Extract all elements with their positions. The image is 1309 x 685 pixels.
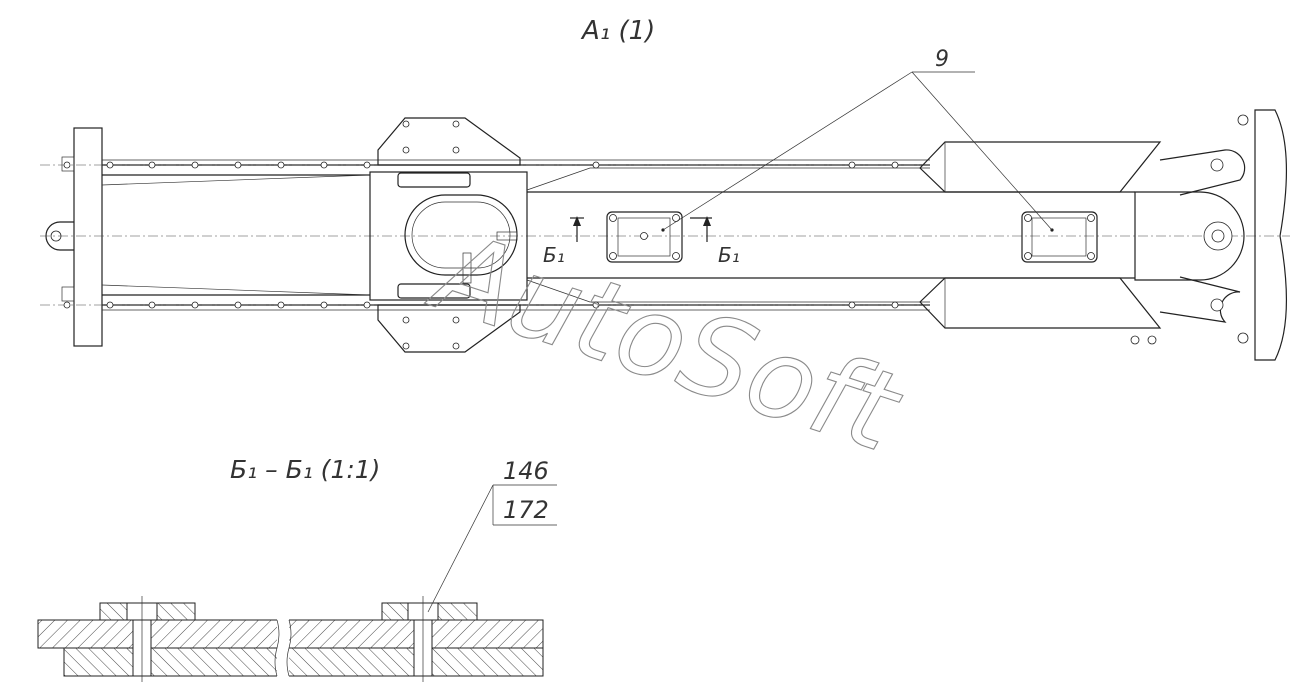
left-end-plate xyxy=(73,127,103,347)
gusset-plate-top xyxy=(377,117,521,166)
bearing-pad-right xyxy=(1021,211,1098,263)
section-mark-left-label: Б₁ xyxy=(543,243,565,267)
gusset-plate-bottom xyxy=(377,304,521,353)
section-marker-right: Б₁ xyxy=(690,216,740,267)
section-mark-right-label: Б₁ xyxy=(718,243,740,267)
section-marker-left: Б₁ xyxy=(543,216,584,267)
head-yoke xyxy=(1134,191,1245,281)
watermark: AutoSoft xyxy=(416,206,916,477)
rail-holes-bottom xyxy=(63,301,899,309)
callout-9: 9 xyxy=(662,47,1053,231)
boom-assembly-view: Б₁ Б₁ 9 xyxy=(40,47,1290,361)
bracket-top xyxy=(919,141,1162,193)
callout-bottom-label: 172 xyxy=(503,496,549,524)
central-box xyxy=(369,171,528,301)
section-title: Б₁ – Б₁ (1:1) xyxy=(230,455,380,484)
rail-holes-top xyxy=(63,161,899,169)
section-view: 146 172 xyxy=(37,457,557,682)
section-bolt-left xyxy=(126,596,158,682)
section-plate-upper xyxy=(37,619,544,649)
callout-main-label: 9 xyxy=(935,47,949,72)
bracket-bottom xyxy=(919,277,1162,329)
view-title: A₁ (1) xyxy=(580,16,655,46)
end-flange xyxy=(1254,109,1288,361)
bearing-pad-left xyxy=(606,211,683,263)
callout-top-label: 146 xyxy=(503,457,549,485)
callout-146-172: 146 172 xyxy=(427,457,557,613)
